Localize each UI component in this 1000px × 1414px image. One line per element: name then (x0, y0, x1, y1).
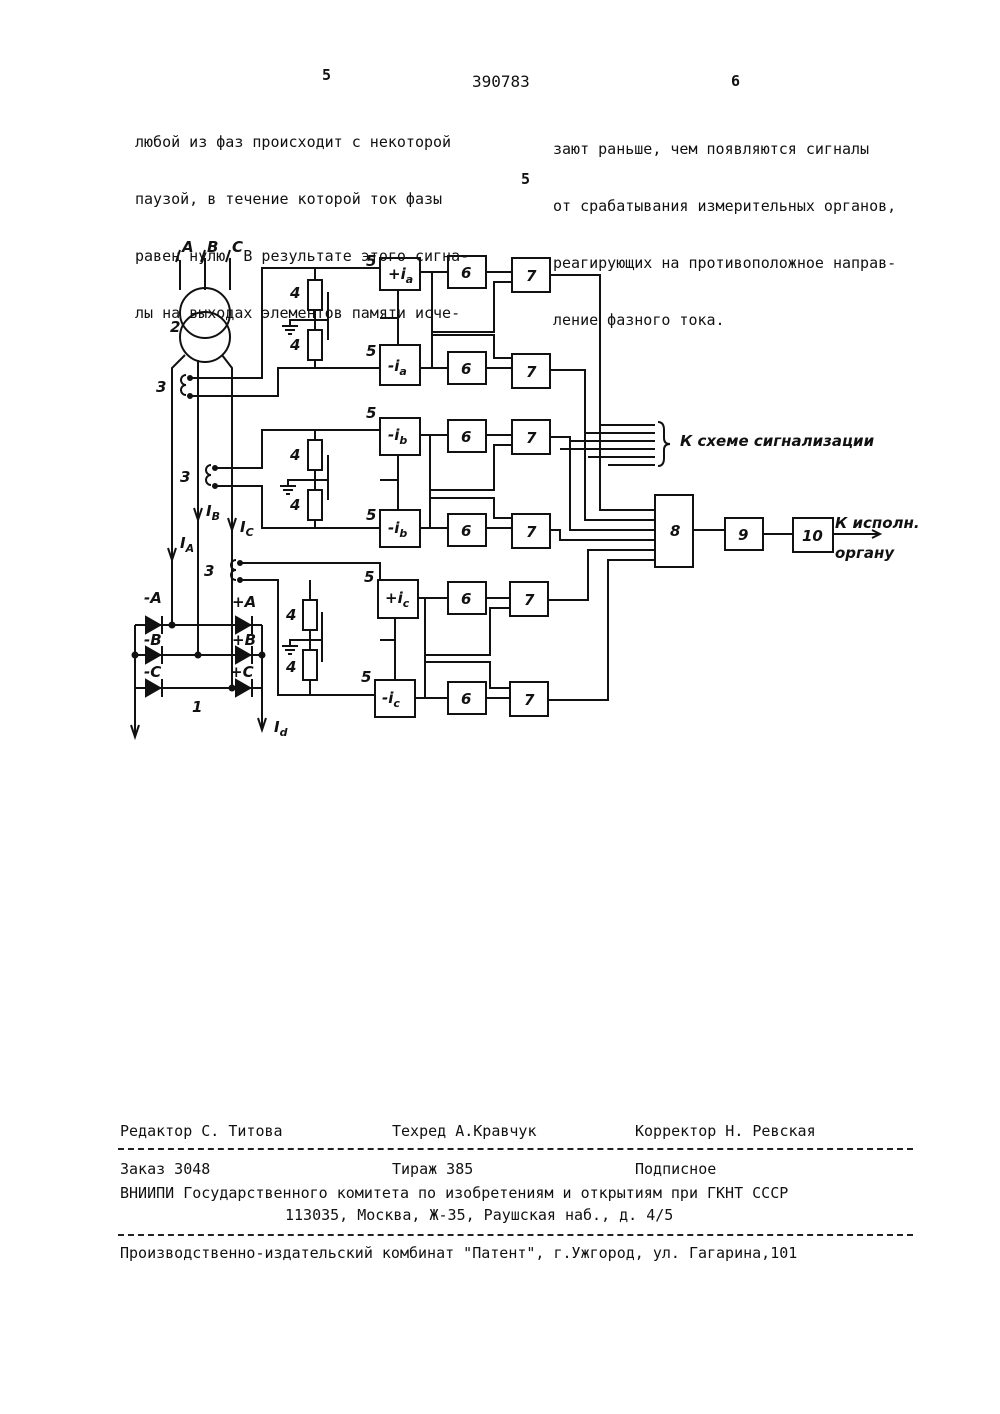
phase-conductors (172, 355, 232, 655)
diode-label: -C (144, 663, 161, 681)
sensor-number-label: 5 (361, 668, 371, 686)
phase-label-b: B (207, 238, 218, 256)
sensor-number-label: 5 (366, 506, 376, 524)
diode-label: +B (232, 631, 256, 649)
signal-outputs (560, 422, 670, 466)
footer-corrector: Корректор Н. Ревская (635, 1122, 816, 1140)
transformer-label: 2 (170, 318, 180, 336)
block-10-label: 10 (802, 527, 823, 545)
gate-block-label: 7 (526, 429, 537, 447)
sensor-number-label: 5 (366, 252, 376, 270)
diode-label: +C (230, 663, 254, 681)
footer-rule (118, 1234, 913, 1236)
resistor-label: 4 (285, 658, 296, 676)
gate-block-label: 7 (524, 591, 535, 609)
sensor-block-label: -ia (388, 357, 407, 378)
phase-a-group (190, 256, 655, 520)
phase-label-a: A (181, 238, 194, 256)
gate-block-label: 7 (526, 363, 537, 381)
footer-subscription: Подписное (635, 1160, 716, 1178)
gate-block-label: 7 (526, 523, 537, 541)
circuit-diagram: A B C 2 3 3 3 (0, 0, 1000, 800)
current-label-a: IA (180, 534, 194, 555)
gate-block-label: 7 (524, 691, 535, 709)
diode-label: -A (144, 589, 162, 607)
ct-label-a: 3 (156, 378, 166, 396)
sensor-block-label: +ia (388, 265, 413, 286)
combiner-label: 8 (670, 522, 680, 540)
memory-block-label: 6 (461, 428, 471, 446)
gate-block-label: 7 (526, 267, 537, 285)
phase-inputs (176, 250, 230, 290)
footer-institution: ВНИИПИ Государственного комитета по изоб… (120, 1184, 788, 1202)
phase-label-c: C (232, 238, 243, 256)
memory-block-label: 6 (461, 360, 471, 378)
footer-publisher: Производственно-издательский комбинат "П… (120, 1244, 797, 1262)
resistor-label: 4 (285, 606, 296, 624)
sensor-number-label: 5 (366, 342, 376, 360)
memory-block-label: 6 (461, 522, 471, 540)
memory-block-label: 6 (461, 264, 471, 282)
resistor-label: 4 (289, 284, 300, 302)
ct-label-b: 3 (180, 468, 190, 486)
sensor-block-label: -ic (382, 689, 400, 710)
sensor-block-label: -ib (388, 426, 407, 447)
phase-c-group (240, 550, 655, 717)
footer-address: 113035, Москва, Ж-35, Раушская наб., д. … (285, 1206, 673, 1224)
resistor-label: 4 (289, 446, 300, 464)
rectifier-label: 1 (192, 698, 202, 716)
ct-label-c: 3 (204, 562, 214, 580)
sensor-block-label: +ic (385, 589, 410, 610)
footer-editor: Редактор С. Титова (120, 1122, 283, 1140)
memory-block-label: 6 (461, 690, 471, 708)
diode-label: +A (232, 593, 256, 611)
current-label-d: Id (274, 718, 288, 739)
current-label-c: IC (240, 518, 254, 539)
footer-rule (118, 1148, 913, 1150)
resistor-label: 4 (289, 336, 300, 354)
actuator-note-2: органу (835, 544, 895, 562)
current-label-b: IB (206, 502, 220, 523)
footer-circulation: Тираж 385 (392, 1160, 473, 1178)
footer-order: Заказ 3048 (120, 1160, 210, 1178)
resistor-label: 4 (289, 496, 300, 514)
memory-block-label: 6 (461, 590, 471, 608)
sensor-block-label: -ib (388, 519, 407, 540)
transformer (180, 288, 230, 362)
sensor-number-label: 5 (364, 568, 374, 586)
block-9-label: 9 (738, 526, 748, 544)
actuator-note-1: К исполн. (835, 514, 920, 532)
footer-techred: Техред А.Кравчук (392, 1122, 537, 1140)
diode-label: -B (144, 631, 162, 649)
phase-b-group (215, 418, 655, 548)
signal-scheme-note: К схеме сигнализации (680, 432, 875, 450)
sensor-number-label: 5 (366, 404, 376, 422)
